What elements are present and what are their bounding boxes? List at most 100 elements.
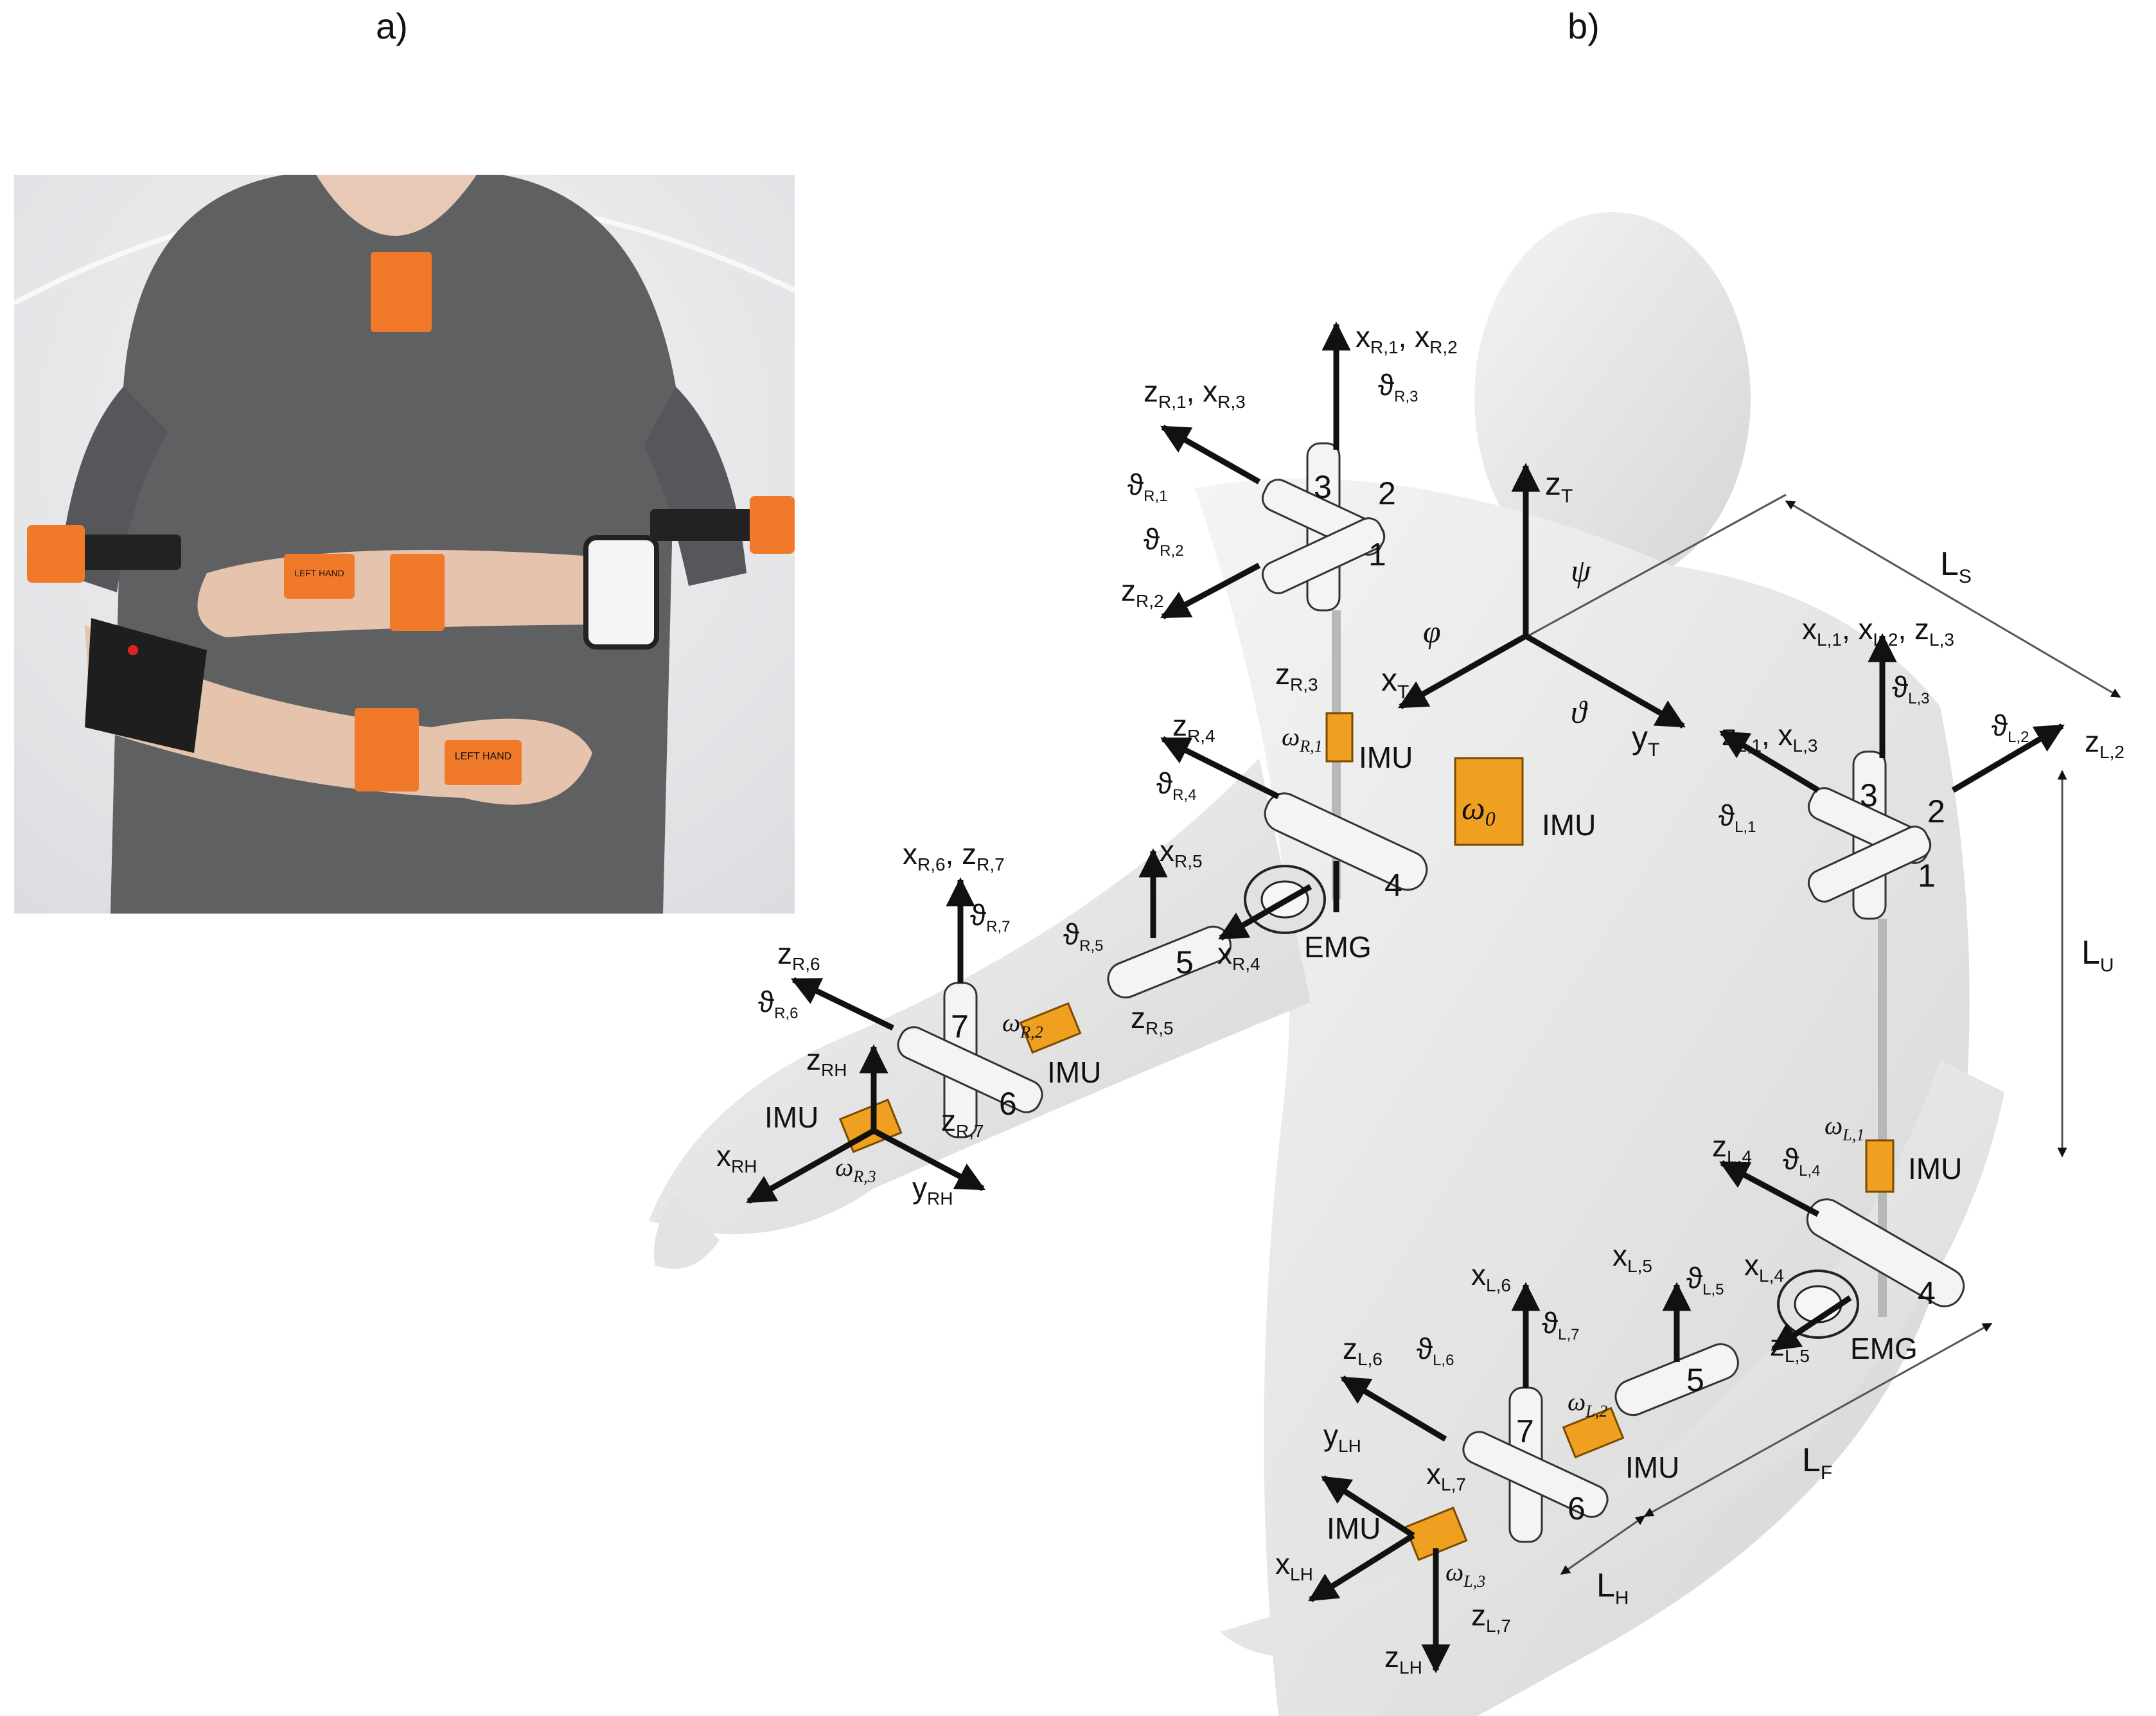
label-th-r3: ϑR,3 — [1378, 368, 1418, 405]
label-y-trunk: yT — [1632, 720, 1659, 761]
axis-x-l4 — [1771, 1295, 1852, 1352]
label-z-r1-x-r3: zR,1, xR,3 — [1144, 375, 1246, 412]
joint-number-r5: 5 — [1176, 944, 1194, 980]
label-z-rh: zRH — [806, 1043, 847, 1080]
emg-armband-white — [583, 535, 659, 650]
human-body-model — [649, 212, 2004, 1716]
label-th-l4: ϑL,4 — [1783, 1142, 1821, 1180]
label-x-l1-x-l2-z-l3: xL,1, xL,2, zL,3 — [1802, 612, 1954, 650]
joint-number-r7: 7 — [951, 1009, 969, 1045]
joint-number-l7: 7 — [1516, 1413, 1534, 1449]
lh-dimension — [1560, 1515, 1646, 1575]
left-arm-imu — [750, 496, 795, 554]
label-y-lh: yLH — [1323, 1419, 1361, 1456]
imu-label-r3: IMU — [764, 1101, 818, 1134]
joint-number-r4: 4 — [1384, 867, 1402, 903]
label-th-l6: ϑL,6 — [1417, 1332, 1454, 1369]
label-th-l2: ϑL,2 — [1992, 709, 2029, 746]
axes — [746, 321, 2065, 1674]
emg-armband-black — [85, 618, 207, 753]
axis-z-r1 — [1160, 425, 1261, 484]
sensor-labels: IMU IMU IMU IMU IMU IMU IMU EMG EMG — [764, 741, 1962, 1545]
lower-hand-imu-group: LEFT HAND — [445, 740, 522, 785]
label-Lf: LF — [1802, 1442, 1832, 1483]
axis-y-lh — [1321, 1475, 1415, 1538]
label-x-l5: xL,5 — [1613, 1239, 1652, 1276]
joint-cylinder-1 — [1261, 517, 1386, 594]
label-th-r2: ϑR,2 — [1144, 522, 1184, 560]
left-joint-cylinder-6 — [1462, 1431, 1609, 1518]
band-label-2: LEFT HAND — [294, 568, 344, 578]
right-joint-cylinder-4 — [1264, 792, 1428, 891]
label-x-r5: xR,5 — [1160, 834, 1203, 871]
omega-labels: ω0 ωR,1 ωR,2 ωR,3 ωL,1 ωL,2 ωL,3 — [835, 722, 1864, 1591]
axis-z-r6 — [790, 977, 894, 1031]
lower-wrist-imu — [355, 708, 419, 792]
joint-number-r1: 1 — [1368, 536, 1386, 572]
panel-label-a: a) — [376, 6, 408, 46]
imu-label-l3: IMU — [1327, 1512, 1381, 1545]
label-th-l3: ϑL,3 — [1892, 670, 1930, 707]
photo-illustration: LEFT HAND LEFT HAND — [14, 175, 795, 914]
axis-y-trunk — [1524, 633, 1686, 729]
label-th-r6: ϑR,6 — [758, 985, 799, 1022]
label-Ls: LS — [1940, 545, 1972, 587]
omega-l1: ωL,1 — [1825, 1111, 1864, 1144]
right-arm-labels: xR,1, xR,2 zR,1, xR,3 ϑR,3 ϑR,1 ϑR,2 zR,… — [716, 320, 1458, 1208]
label-phi: φ — [1423, 614, 1441, 650]
label-y-rh: yRH — [912, 1171, 953, 1208]
panel-label-b: b) — [1568, 6, 1600, 46]
emg-label-left: EMG — [1850, 1332, 1918, 1365]
axis-z-l1 — [1719, 730, 1820, 793]
label-x-r4: xR,4 — [1217, 937, 1260, 974]
label-th-l1: ϑL,1 — [1719, 799, 1756, 836]
label-z-r3: zR,3 — [1275, 657, 1318, 694]
right-shoulder-joints — [1261, 442, 1386, 612]
band-label-1: LEFT HAND — [455, 751, 512, 762]
axis-z-l4 — [1719, 1160, 1820, 1217]
label-z-l7: zL,7 — [1471, 1598, 1511, 1636]
upper-wrist-imu — [390, 554, 445, 631]
imu-label-l2: IMU — [1625, 1451, 1679, 1484]
length-labels: LS LU LF LH — [1596, 545, 2114, 1609]
label-x-l7: xL,7 — [1426, 1457, 1466, 1494]
omega-trunk: ω0 — [1462, 790, 1496, 830]
label-th-l7: ϑL,7 — [1542, 1306, 1580, 1343]
label-th-r1: ϑR,1 — [1127, 468, 1168, 505]
joint-numbers: 3 2 1 3 2 1 4 5 6 7 4 5 6 7 — [951, 469, 1945, 1526]
label-z-l2: zL,2 — [2085, 725, 2125, 762]
omega-l2: ωL,2 — [1568, 1387, 1607, 1420]
axis-x-lh — [1308, 1533, 1415, 1602]
joint-number-l1: 1 — [1918, 858, 1936, 894]
left-arm-labels: xL,1, xL,2, zL,3 ϑL,3 zL,1, xL,3 ϑL,2 zL… — [1275, 612, 2125, 1677]
axis-x-trunk — [1398, 633, 1528, 709]
label-th-r4: ϑR,4 — [1156, 766, 1197, 804]
lower-hand-imu — [445, 740, 522, 785]
label-z-r2: zR,2 — [1121, 574, 1164, 611]
emg-led — [128, 645, 138, 655]
label-th-r7: ϑR,7 — [970, 898, 1011, 935]
label-z-l5: zL,5 — [1770, 1329, 1810, 1366]
imu-r1 — [1325, 712, 1354, 763]
axis-z-r4 — [1160, 736, 1280, 800]
right-joint-cylinder-6 — [897, 1026, 1043, 1113]
guide-lines — [1515, 493, 2121, 1575]
axis-z-r2 — [1160, 563, 1261, 619]
imu-label-r2: IMU — [1047, 1056, 1101, 1089]
joint-number-l6: 6 — [1568, 1490, 1586, 1526]
label-x-r6-z-r7: xR,6, zR,7 — [903, 837, 1005, 874]
imu-label-r1: IMU — [1359, 741, 1413, 774]
imu-l1 — [1865, 1139, 1895, 1193]
imu-r2 — [1019, 1002, 1082, 1054]
label-z-r5: zR,5 — [1131, 1001, 1174, 1038]
imu-l2 — [1562, 1406, 1625, 1459]
axis-x-rh — [746, 1128, 876, 1204]
imu-l3 — [1404, 1507, 1468, 1561]
left-emg-armband — [1777, 1269, 1859, 1339]
ls-dimension — [1785, 500, 2121, 698]
imu-label-l1: IMU — [1908, 1152, 1962, 1185]
label-z-r4: zR,4 — [1172, 709, 1215, 746]
imu-trunk — [1454, 757, 1524, 846]
